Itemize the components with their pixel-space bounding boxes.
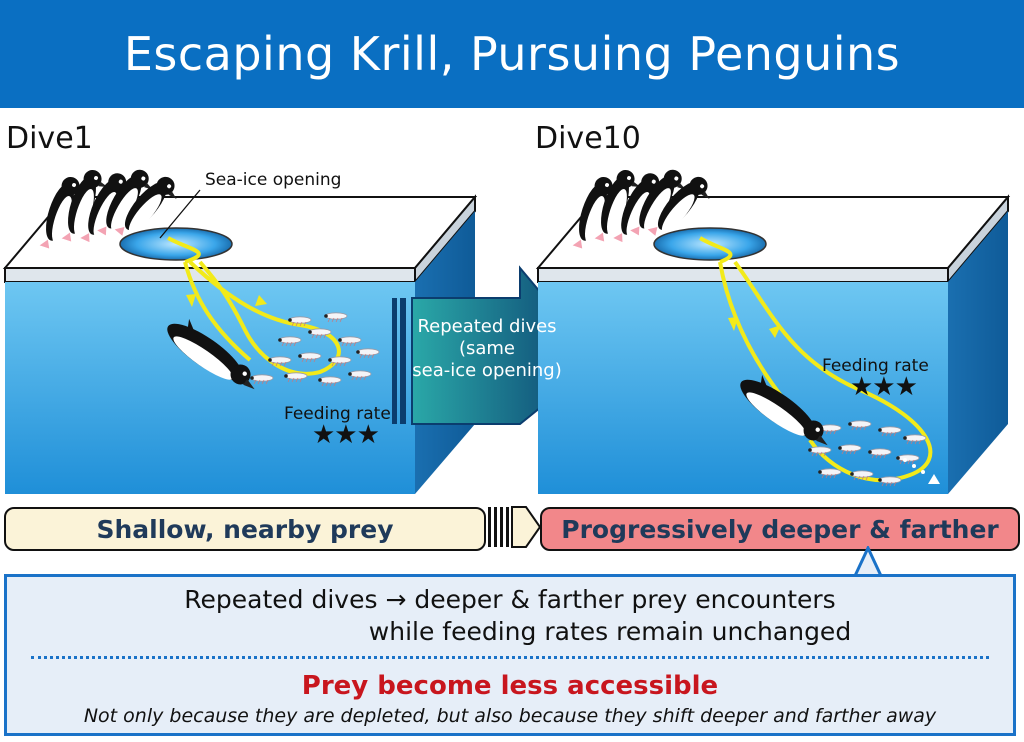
transition-label: Repeated dives (same sea-ice opening) xyxy=(402,316,572,382)
bar-connector xyxy=(488,506,542,548)
summary-divider xyxy=(31,656,989,659)
transition-line-2: (same xyxy=(458,338,516,359)
title-bar: Escaping Krill, Pursuing Penguins xyxy=(0,0,1024,108)
dive10-feeding-rate-label: Feeding rate xyxy=(822,356,929,376)
dive10-label: Dive10 xyxy=(535,121,641,156)
shallow-prey-bar: Shallow, nearby prey xyxy=(4,507,486,551)
summary-box: Repeated dives → deeper & farther prey e… xyxy=(4,574,1016,736)
deeper-prey-text: Progressively deeper & farther xyxy=(561,514,999,544)
dive1-feeding-stars: ★★★ xyxy=(312,420,380,450)
dive10-feeding-stars: ★★★ xyxy=(850,372,918,402)
page-title: Escaping Krill, Pursuing Penguins xyxy=(123,27,901,81)
summary-headline: Prey become less accessible xyxy=(301,671,719,701)
dive10-scene xyxy=(535,164,1011,494)
transition-line-1: Repeated dives xyxy=(417,316,557,337)
summary-footnote: Not only because they are depleted, but … xyxy=(83,705,937,727)
transition-line-3: sea-ice opening) xyxy=(412,360,562,381)
sea-ice-opening-label: Sea-ice opening xyxy=(205,170,342,190)
deeper-prey-bar: Progressively deeper & farther xyxy=(540,507,1020,551)
summary-line-1: Repeated dives → deeper & farther prey e… xyxy=(184,585,836,614)
summary-line-2: while feeding rates remain unchanged xyxy=(368,617,852,646)
dive1-feeding-rate-label: Feeding rate xyxy=(284,404,391,424)
dive1-label: Dive1 xyxy=(6,121,93,156)
shallow-prey-text: Shallow, nearby prey xyxy=(96,514,394,544)
dive1-scene xyxy=(2,164,478,494)
